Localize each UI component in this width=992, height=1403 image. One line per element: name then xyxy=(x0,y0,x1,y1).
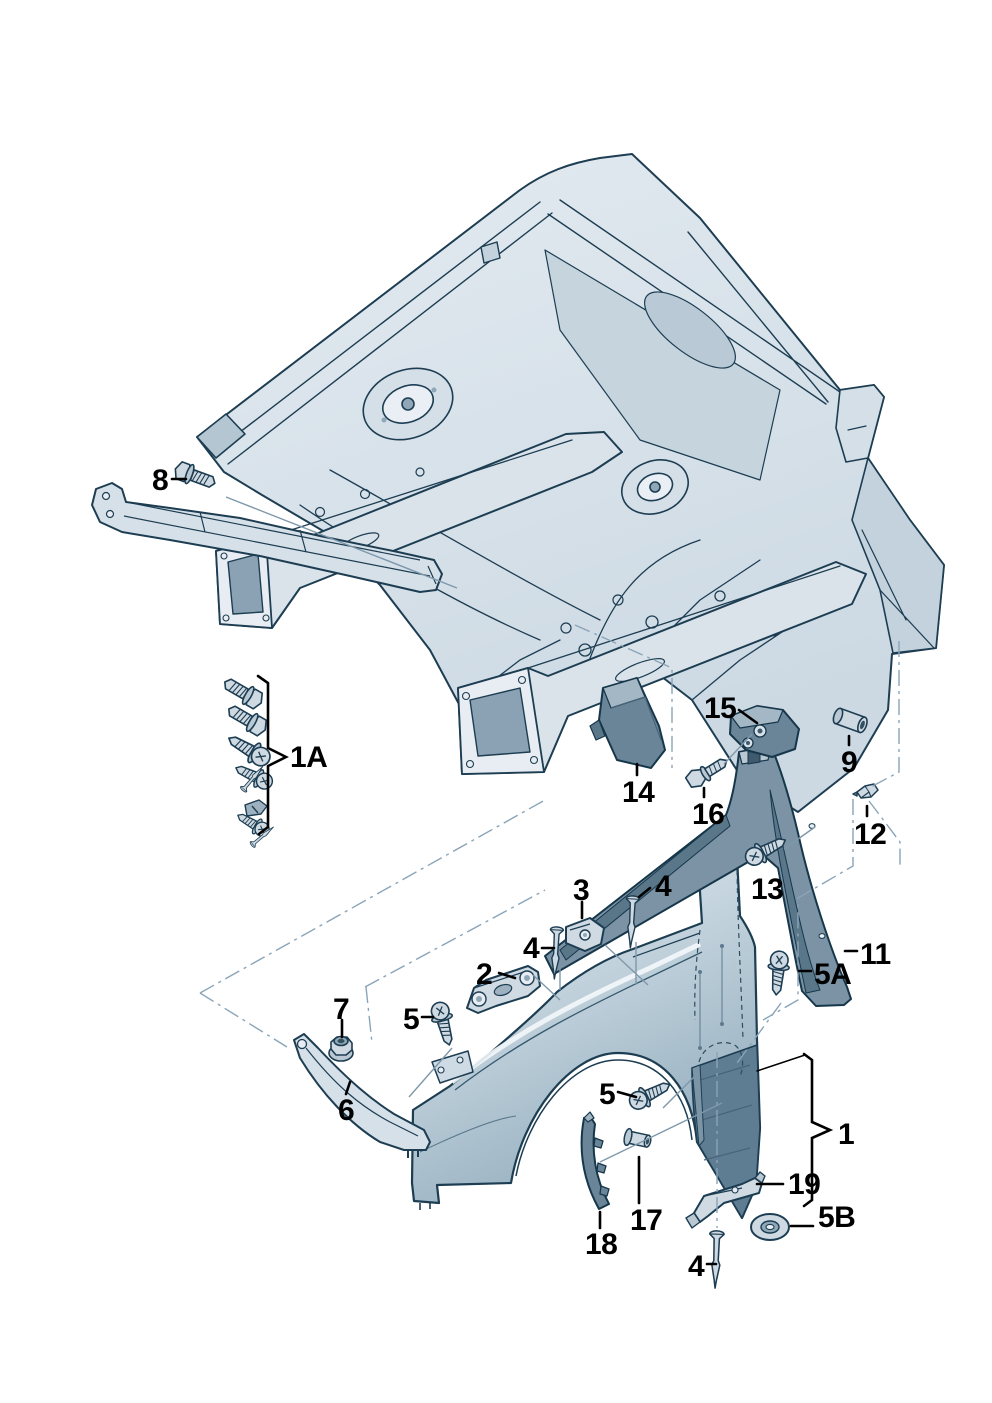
callout-16[interactable]: 16 xyxy=(692,798,725,831)
part-support-strip xyxy=(91,482,443,593)
part-1A-fastener-kit xyxy=(219,672,277,849)
callout-3[interactable]: 3 xyxy=(573,874,590,907)
callout-4c[interactable]: 4 xyxy=(688,1250,705,1283)
part-14-wedge-bracket xyxy=(589,677,666,769)
leader-lines xyxy=(225,496,816,1163)
callout-4a[interactable]: 4 xyxy=(655,870,672,903)
part-6-fender-support xyxy=(293,1033,431,1158)
part-5A-screw xyxy=(764,949,792,997)
callout-7[interactable]: 7 xyxy=(333,993,350,1026)
part-19-guide-bracket xyxy=(685,1171,766,1229)
clip-fastener xyxy=(244,799,268,817)
part-1-front-fender xyxy=(410,855,762,1220)
callout-13[interactable]: 13 xyxy=(751,873,784,906)
part-2-mounting-bracket xyxy=(466,965,541,1014)
construction-lines xyxy=(199,624,901,1228)
callout-lines xyxy=(170,477,869,1266)
callout-5b[interactable]: 5 xyxy=(599,1078,616,1111)
brace-1A xyxy=(256,674,289,836)
a-pillar-stub xyxy=(835,384,885,463)
cowl-panel xyxy=(544,249,781,481)
callout-17[interactable]: 17 xyxy=(630,1204,663,1237)
callout-19[interactable]: 19 xyxy=(788,1168,821,1201)
callout-9[interactable]: 9 xyxy=(841,746,858,779)
callout-12[interactable]: 12 xyxy=(854,818,887,851)
part-17-spacer-pin xyxy=(623,1127,652,1148)
part-5-screw-front xyxy=(427,999,461,1049)
part-5B-washer xyxy=(750,1213,790,1241)
part-18-trim-strip xyxy=(580,1111,610,1210)
callout-4b[interactable]: 4 xyxy=(523,932,540,965)
brace-1 xyxy=(802,1052,834,1208)
callout-8[interactable]: 8 xyxy=(152,464,169,497)
header-end-cap xyxy=(196,413,246,459)
part-12-clip-nut xyxy=(852,783,879,799)
callout-18[interactable]: 18 xyxy=(585,1228,618,1261)
door-sill xyxy=(851,457,945,654)
callout-14[interactable]: 14 xyxy=(622,776,655,809)
callout-5B[interactable]: 5B xyxy=(818,1201,856,1234)
callout-1[interactable]: 1 xyxy=(838,1118,855,1151)
callout-2[interactable]: 2 xyxy=(476,958,493,991)
callout-11[interactable]: 11 xyxy=(860,938,891,971)
car-body-structure xyxy=(196,153,945,813)
callout-1A[interactable]: 1A xyxy=(290,741,328,774)
part-9-spacer-sleeve xyxy=(832,707,868,734)
part-4-pin-c xyxy=(707,1229,725,1290)
wiper-recess xyxy=(643,291,737,369)
callout-6[interactable]: 6 xyxy=(338,1094,355,1127)
part-3-clamp-bracket xyxy=(565,917,605,952)
callout-5a[interactable]: 5 xyxy=(403,1003,420,1036)
strut-tower-right xyxy=(621,459,689,515)
part-8-bolt xyxy=(171,458,220,494)
part-15-reinforcement-plate xyxy=(729,705,800,758)
callout-5A[interactable]: 5A xyxy=(814,958,852,991)
callout-15[interactable]: 15 xyxy=(704,692,737,725)
frame-rail-lower xyxy=(457,561,867,775)
fender-outer xyxy=(410,855,762,1220)
strut-tower-left xyxy=(362,367,454,441)
part-16-stud-bolt xyxy=(684,758,728,788)
part-7-flange-nut xyxy=(328,1035,354,1062)
